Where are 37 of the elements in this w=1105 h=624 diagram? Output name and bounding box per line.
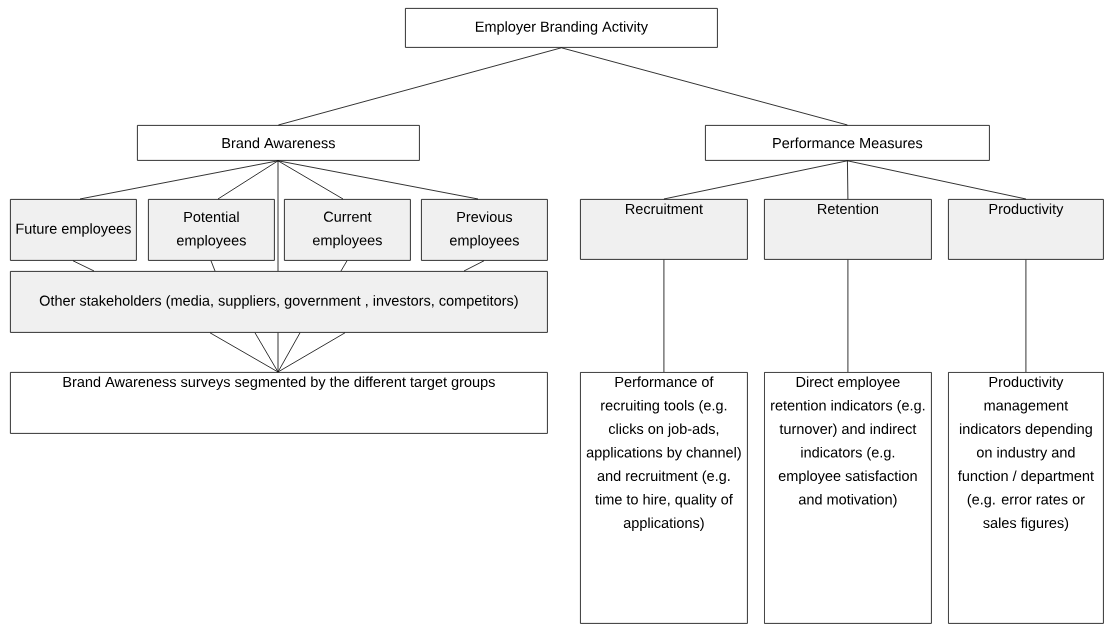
description-box: Performance of recruiting tools (e.g. clicks on job-ads, applications by channel) and recruitment (e.g. time to hire, quality of applications) xyxy=(580,372,748,624)
connector-line xyxy=(1025,259,1027,373)
connector-line xyxy=(561,47,848,126)
connector-line xyxy=(277,332,279,373)
connector-line xyxy=(210,260,216,272)
group-box: Previous employees xyxy=(421,199,548,261)
connector-line xyxy=(463,260,485,272)
connector-line xyxy=(277,332,301,373)
connector-line xyxy=(278,47,562,126)
connector-line xyxy=(277,160,344,200)
group-box: Other stakeholders (media, suppliers, government , investors, competitors) xyxy=(10,271,548,333)
connector-line xyxy=(254,332,279,373)
group-box: Potential employees xyxy=(148,199,275,261)
description-box: Direct employee retention indicators (e.g. turnover) and indirect indicators (e.g. employee satisfaction and motivation) xyxy=(764,372,932,624)
measure-box: Recruitment xyxy=(580,199,748,260)
connector-line xyxy=(277,160,479,200)
connector-line xyxy=(209,332,279,373)
measure-box: Retention xyxy=(764,199,932,260)
description-box: Brand Awareness surveys segmented by the different target groups xyxy=(10,372,548,434)
connector-line xyxy=(277,160,279,272)
connector-line xyxy=(847,160,1027,200)
connector-line xyxy=(663,259,665,373)
group-box: Current employees xyxy=(284,199,411,261)
description-box: Productivity management indicators depending on industry and function / department (e.g. error rates or sales figures) xyxy=(948,372,1104,624)
connector-line xyxy=(847,259,849,373)
heading-box: Employer Branding Activity xyxy=(405,8,718,48)
measure-box: Productivity xyxy=(948,199,1104,260)
group-box: Future employees xyxy=(10,199,137,261)
connector-line xyxy=(72,260,95,272)
connector-line xyxy=(79,160,279,200)
connector-line xyxy=(340,260,348,272)
connector-line xyxy=(217,160,279,200)
connector-line xyxy=(663,160,848,200)
connector-line xyxy=(847,160,849,200)
category-box: Brand Awareness xyxy=(137,125,420,161)
connector-line xyxy=(277,332,346,373)
category-box: Performance Measures xyxy=(705,125,990,161)
